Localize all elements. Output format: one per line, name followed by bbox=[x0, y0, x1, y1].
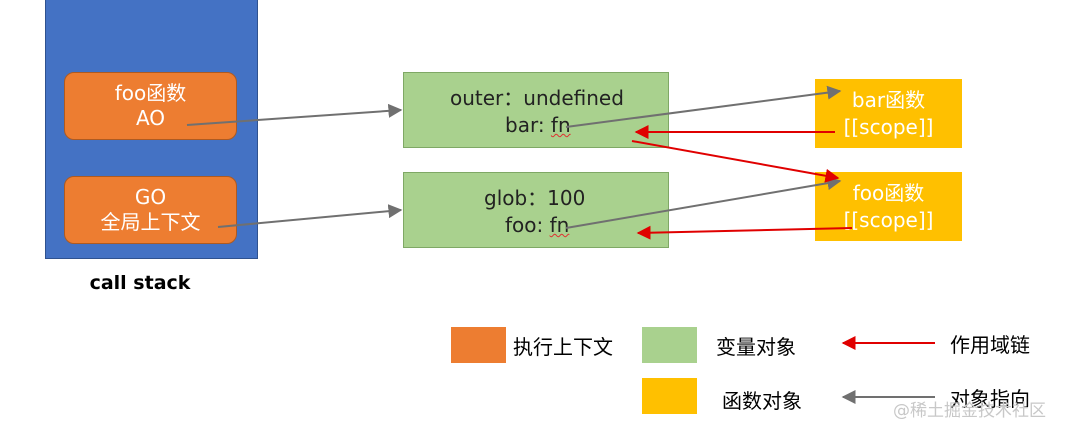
global-vo-foo-key: foo: bbox=[505, 213, 550, 237]
legend-exec-context-label: 执行上下文 bbox=[513, 335, 613, 359]
pointer-arrow-bar-fn bbox=[565, 85, 842, 128]
foo-vo-bar-key: bar: bbox=[505, 113, 551, 137]
foo-variable-object: outer：undefined bar: fn bbox=[403, 72, 669, 148]
foo-fn-scope: [[scope]] bbox=[843, 207, 934, 232]
pointer-arrow-foo-fn bbox=[565, 176, 842, 229]
legend-scope-chain-label: 作用域链 bbox=[950, 333, 1030, 357]
legend-exec-context-swatch bbox=[451, 327, 506, 363]
go-title: GO bbox=[134, 185, 167, 209]
pointer-arrow-go-to-vo bbox=[217, 204, 403, 228]
foo-fn-title: foo函数 bbox=[852, 180, 925, 205]
global-object-context: GO 全局上下文 bbox=[64, 176, 237, 244]
foo-ao-subtitle: AO bbox=[135, 106, 166, 130]
call-stack-label: call stack bbox=[89, 272, 191, 294]
foo-ao-title: foo函数 bbox=[114, 81, 187, 105]
legend-variable-object-swatch bbox=[642, 327, 697, 363]
bar-fn-title: bar函数 bbox=[851, 87, 926, 112]
foo-vo-bar: bar: fn bbox=[505, 112, 571, 139]
legend-object-pointer-label: 对象指向 bbox=[950, 387, 1030, 411]
global-vo-foo-value: fn bbox=[549, 213, 570, 237]
global-vo-foo: foo: fn bbox=[505, 212, 569, 239]
bar-fn-scope: [[scope]] bbox=[843, 114, 934, 139]
legend-function-object-label: 函数对象 bbox=[722, 389, 802, 413]
legend-function-object-swatch bbox=[642, 378, 697, 414]
scope-chain-arrow-foo-scope bbox=[636, 225, 853, 240]
global-variable-object: glob：100 foo: fn bbox=[403, 172, 669, 248]
scope-chain-arrow-vo-to-foo-fn bbox=[631, 140, 840, 183]
foo-activation-object: foo函数 AO bbox=[64, 72, 237, 140]
legend-variable-object-label: 变量对象 bbox=[716, 335, 796, 359]
pointer-arrow-ao-to-vo bbox=[186, 103, 403, 126]
go-subtitle: 全局上下文 bbox=[100, 210, 201, 234]
global-vo-glob: glob：100 bbox=[484, 186, 586, 210]
foo-vo-outer: outer：undefined bbox=[450, 86, 624, 110]
foo-vo-bar-value: fn bbox=[550, 113, 571, 137]
watermark: @稀土掘金技术社区 bbox=[893, 401, 1046, 421]
